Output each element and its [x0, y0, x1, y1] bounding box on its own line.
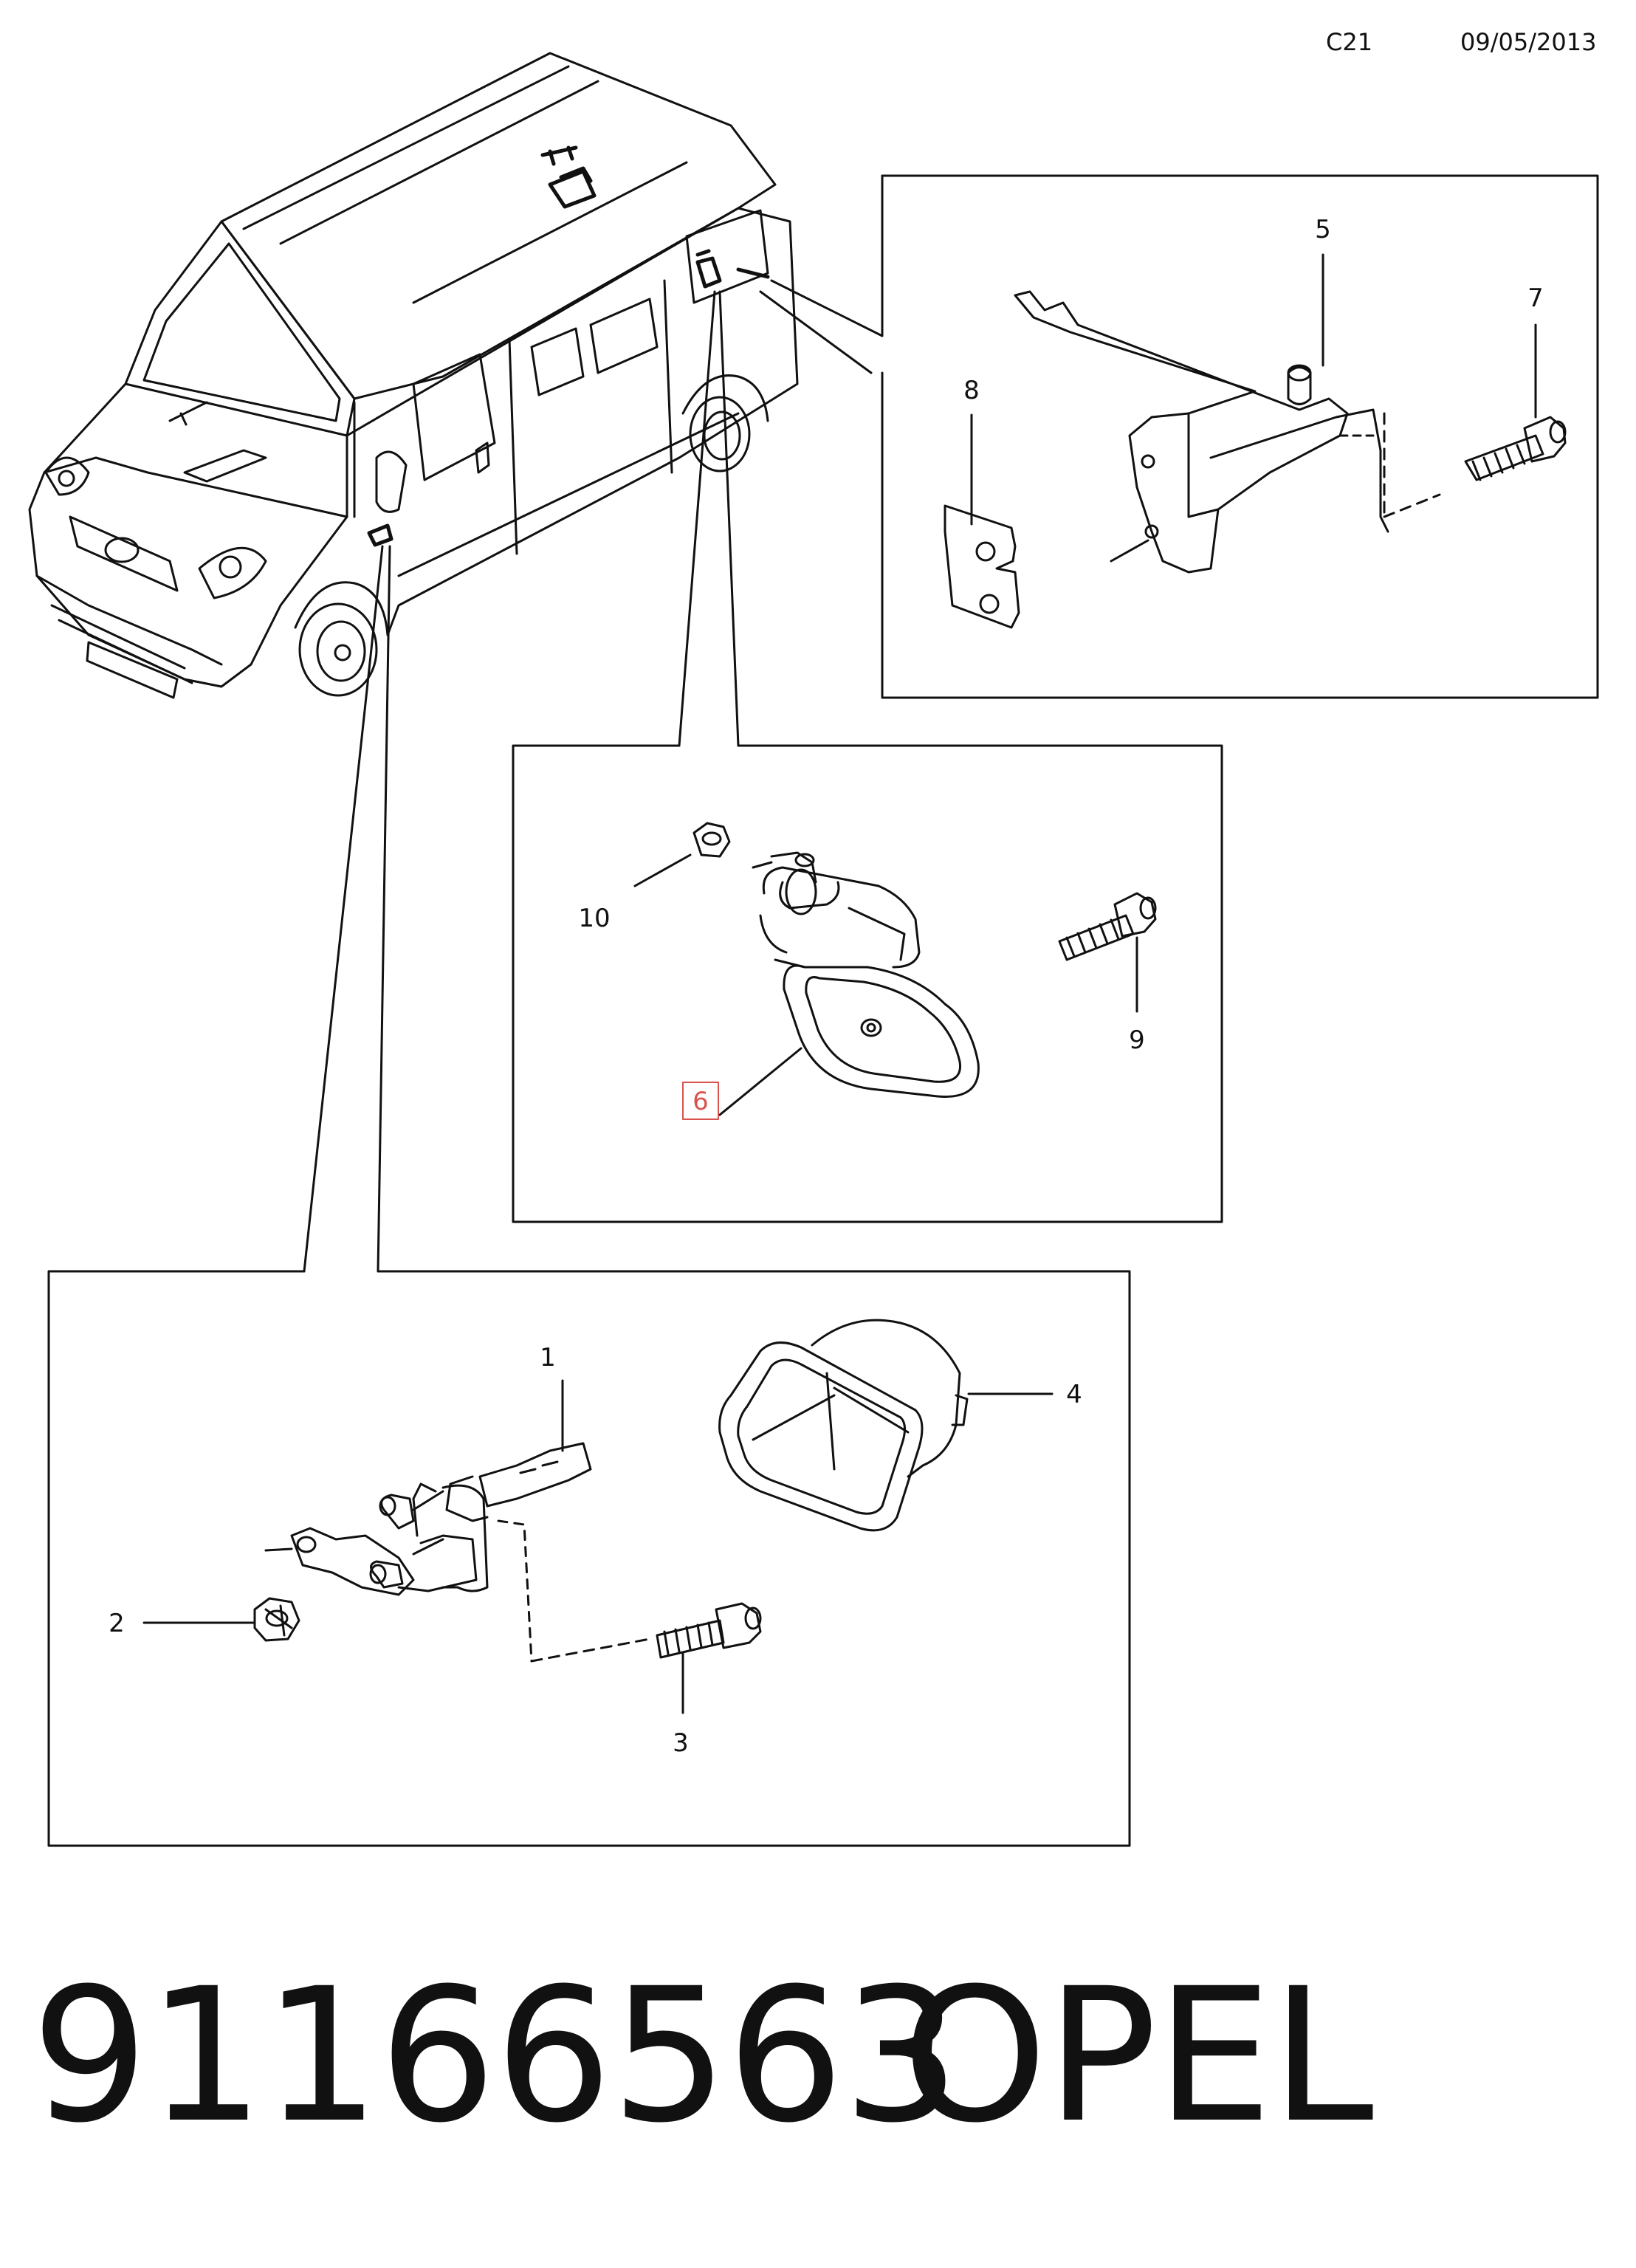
- diagram-code: C21: [1326, 28, 1373, 56]
- diagram-date: 09/05/2013: [1460, 28, 1597, 56]
- callout-6: 6: [692, 1087, 709, 1116]
- leader-lines: [303, 174, 884, 1273]
- detail-box-rear-check: [881, 174, 1599, 699]
- callout-9: 9: [1129, 1025, 1145, 1055]
- callout-labels: 5 7 8 10 9 6 1 4 2 3: [109, 215, 1544, 1758]
- callout-3: 3: [673, 1728, 689, 1758]
- callout-4: 4: [1066, 1380, 1082, 1409]
- callout-5: 5: [1315, 215, 1331, 244]
- detail-box-front-check: [47, 1270, 1131, 1847]
- brand-name: OPEL: [902, 1948, 1374, 2163]
- part-number: 91166563: [31, 1948, 960, 2163]
- highlight-box: [682, 1082, 719, 1120]
- callout-8: 8: [963, 376, 980, 405]
- callout-2: 2: [109, 1609, 125, 1638]
- callout-10: 10: [578, 904, 610, 933]
- detail-box-rear-handle: [512, 744, 1223, 1223]
- callout-1: 1: [540, 1343, 556, 1372]
- van-illustration: [28, 52, 799, 699]
- callout-7: 7: [1527, 284, 1544, 313]
